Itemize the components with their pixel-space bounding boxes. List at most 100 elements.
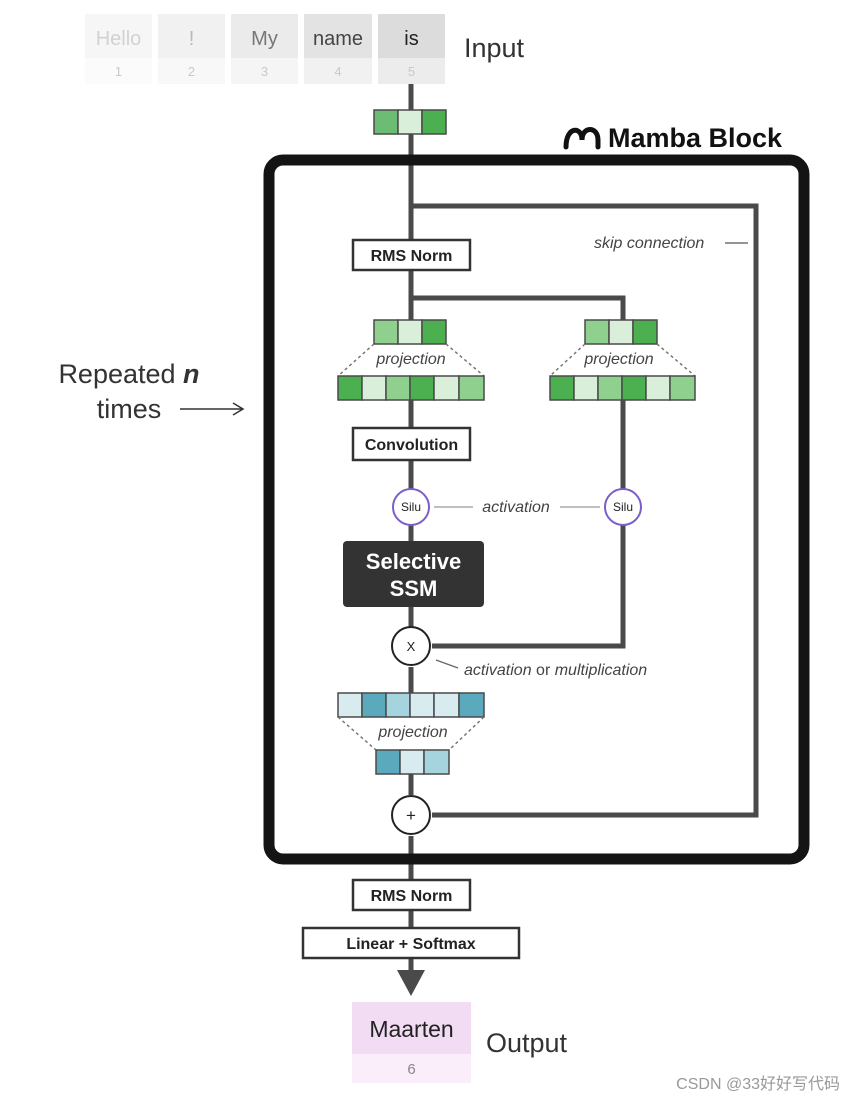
convolution-label: Convolution [365, 437, 458, 454]
logo-eye [589, 127, 593, 131]
proj-fan-line [549, 343, 586, 377]
convolution-box [351, 426, 472, 462]
token-index: 5 [408, 64, 415, 79]
proj-fan-line [656, 343, 696, 377]
multiply-symbol: X [407, 639, 416, 654]
token-index-cell [304, 58, 372, 84]
token-cell [85, 14, 152, 58]
add-node [391, 795, 431, 835]
right-projection: projection [549, 319, 696, 401]
multiply-caption-part-2: or [532, 662, 555, 679]
token-index-cell [231, 58, 298, 84]
proj-cell [632, 319, 658, 345]
token-index-cell [158, 58, 225, 84]
linear-softmax-label: Linear + Softmax [346, 936, 475, 953]
watermark: CSDN @33好好写代码 [676, 1075, 840, 1093]
proj-cell [433, 692, 460, 718]
arrow-head [232, 402, 245, 416]
proj-cell [549, 375, 575, 401]
repeated-label-word: Repeated [58, 359, 183, 389]
proj-fan-line [337, 343, 375, 377]
input-token-2: ! 2 [158, 14, 225, 84]
token-index: 2 [188, 64, 195, 79]
multiply-leader [435, 659, 459, 669]
skip-connection-line [411, 203, 759, 818]
silu-left-node [392, 488, 430, 526]
token-index: 4 [334, 64, 341, 79]
mamba-block-title: Mamba Block [608, 123, 783, 153]
output-projection: projection [337, 692, 485, 775]
add-symbol: + [406, 806, 416, 825]
proj-cell [608, 319, 634, 345]
output-token-text: Maarten [369, 1016, 453, 1042]
input-tokens: Hello 1 ! 2 My 3 name 4 is 5 [85, 14, 445, 84]
proj-cell [409, 692, 435, 718]
input-token-3: My 3 [231, 14, 298, 84]
proj-cell [361, 375, 387, 401]
proj-fan-line [445, 343, 485, 377]
proj-cell [621, 375, 647, 401]
activation-label: activation [482, 499, 550, 516]
silu-right-label: Silu [613, 500, 633, 514]
embed-cell [421, 109, 447, 135]
input-token-1: Hello 1 [85, 14, 152, 84]
token-index-cell [85, 58, 152, 84]
input-label: Input [464, 33, 525, 63]
rms-norm-final-box [351, 878, 472, 912]
proj-cell [373, 319, 399, 345]
proj-cell [458, 692, 485, 718]
proj-cell [423, 749, 450, 775]
proj-cell [397, 319, 423, 345]
selective-ssm-label-line-1: Selective [366, 549, 461, 574]
logo-shape [563, 127, 601, 150]
mamba-block-frame [263, 154, 810, 865]
proj-cell [361, 692, 387, 718]
proj-cell [399, 749, 425, 775]
input-token-5: is 5 [378, 14, 445, 84]
multiply-caption-part-3: multiplication [555, 662, 648, 679]
projection-label: projection [375, 351, 445, 368]
output-token-index-cell [352, 1054, 471, 1083]
token-index: 1 [115, 64, 122, 79]
proj-cell [597, 375, 623, 401]
token-text: name [313, 28, 363, 50]
proj-cell [669, 375, 696, 401]
connectors [408, 84, 759, 970]
branch-connector [411, 295, 626, 320]
proj-cell [409, 375, 435, 401]
embed-cell [373, 109, 399, 135]
proj-fan-line [337, 716, 377, 751]
input-embedding [373, 109, 447, 135]
token-text: Hello [96, 28, 142, 50]
skip-connection-label: skip connection [594, 235, 704, 252]
arrow-right-icon [180, 402, 245, 416]
output-token-index: 6 [407, 1061, 415, 1078]
input-token-4: name 4 [304, 14, 372, 84]
proj-cell [458, 375, 485, 401]
multiply-caption: activation or multiplication [464, 662, 647, 679]
token-cell [378, 14, 445, 58]
rms-norm-final-label: RMS Norm [371, 888, 453, 905]
repeated-label-times: times [97, 394, 162, 424]
silu-left-label: Silu [401, 500, 421, 514]
projection-label: projection [377, 724, 447, 741]
proj-cell [584, 319, 610, 345]
proj-fan-line [448, 716, 485, 751]
proj-cell [375, 749, 401, 775]
selective-ssm-box [343, 541, 484, 607]
token-cell [231, 14, 298, 58]
proj-cell [433, 375, 460, 401]
token-text: ! [189, 28, 195, 50]
projection-label: projection [583, 351, 653, 368]
multiply-caption-part-1: activation [464, 662, 532, 679]
token-text: My [251, 28, 278, 50]
selective-ssm-label-line-2: SSM [390, 576, 438, 601]
proj-cell [337, 375, 363, 401]
proj-cell [337, 692, 363, 718]
token-cell [158, 14, 225, 58]
proj-cell [645, 375, 671, 401]
output-token: Maarten 6 [352, 1002, 471, 1083]
output-label: Output [486, 1028, 568, 1058]
